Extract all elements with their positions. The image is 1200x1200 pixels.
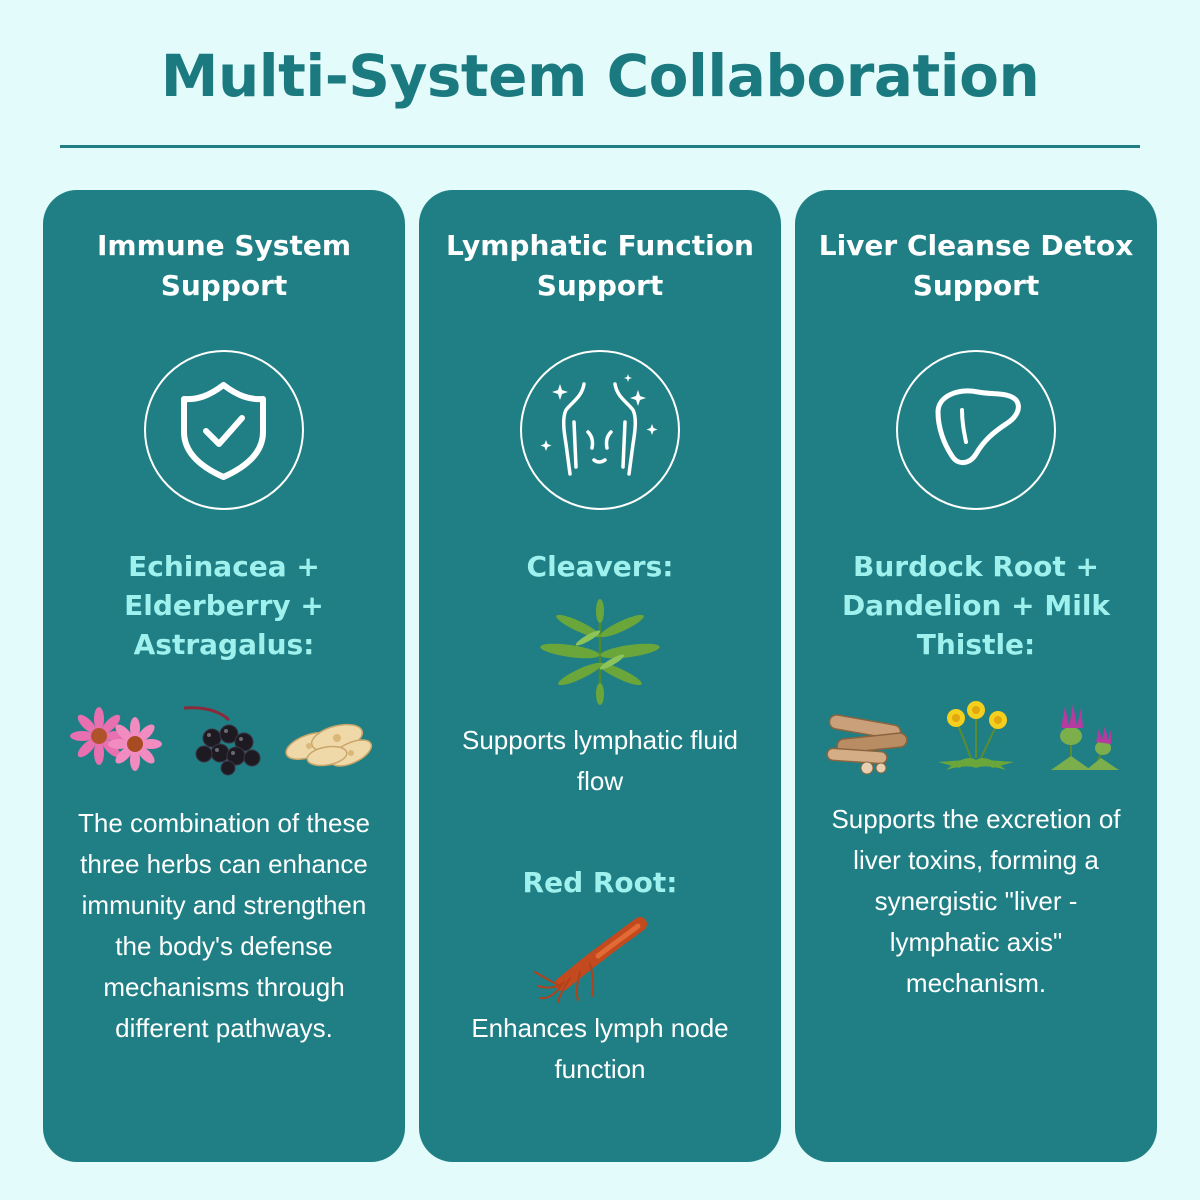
title-divider <box>60 145 1140 148</box>
herb-images <box>795 698 1157 778</box>
card-description: The combination of these three herbs can… <box>78 808 370 1043</box>
card-title: Immune System Support <box>96 229 351 302</box>
herb-description-red-root: Enhances lymph node function <box>471 1013 729 1084</box>
card-title: Liver Cleanse Detox Support <box>818 229 1134 302</box>
astragalus-slices-image <box>279 698 379 778</box>
elderberry-image <box>174 698 274 778</box>
card-title: Lymphatic Function Support <box>446 229 754 302</box>
herb-label-cleavers: Cleavers: <box>526 550 674 583</box>
herb-images <box>419 596 781 708</box>
dandelion-image <box>926 698 1026 778</box>
cleavers-image <box>520 596 680 708</box>
milk-thistle-image <box>1031 698 1131 778</box>
shield-check-icon <box>144 350 304 510</box>
burdock-root-image <box>819 698 919 778</box>
herb-images <box>419 912 781 1004</box>
card-lymphatic-support: Lymphatic Function Support Cleavers: <box>419 190 781 1162</box>
card-description: Supports the excretion of liver toxins, … <box>831 804 1121 998</box>
back-sparkle-icon <box>520 350 680 510</box>
page-title: Multi-System Collaboration <box>160 42 1040 110</box>
herb-label: Burdock Root + Dandelion + Milk Thistle: <box>841 550 1111 661</box>
echinacea-flower-image <box>67 698 167 778</box>
card-immune-support: Immune System Support Echinacea + Elderb… <box>43 190 405 1162</box>
liver-icon <box>896 350 1056 510</box>
red-root-image <box>520 912 680 1004</box>
herb-label-red-root: Red Root: <box>522 866 678 899</box>
herb-images <box>43 698 405 778</box>
card-liver-support: Liver Cleanse Detox Support Burdock Root… <box>795 190 1157 1162</box>
herb-description-cleavers: Supports lymphatic fluid flow <box>461 725 739 796</box>
herb-label: Echinacea + Elderberry + Astragalus: <box>124 550 324 661</box>
